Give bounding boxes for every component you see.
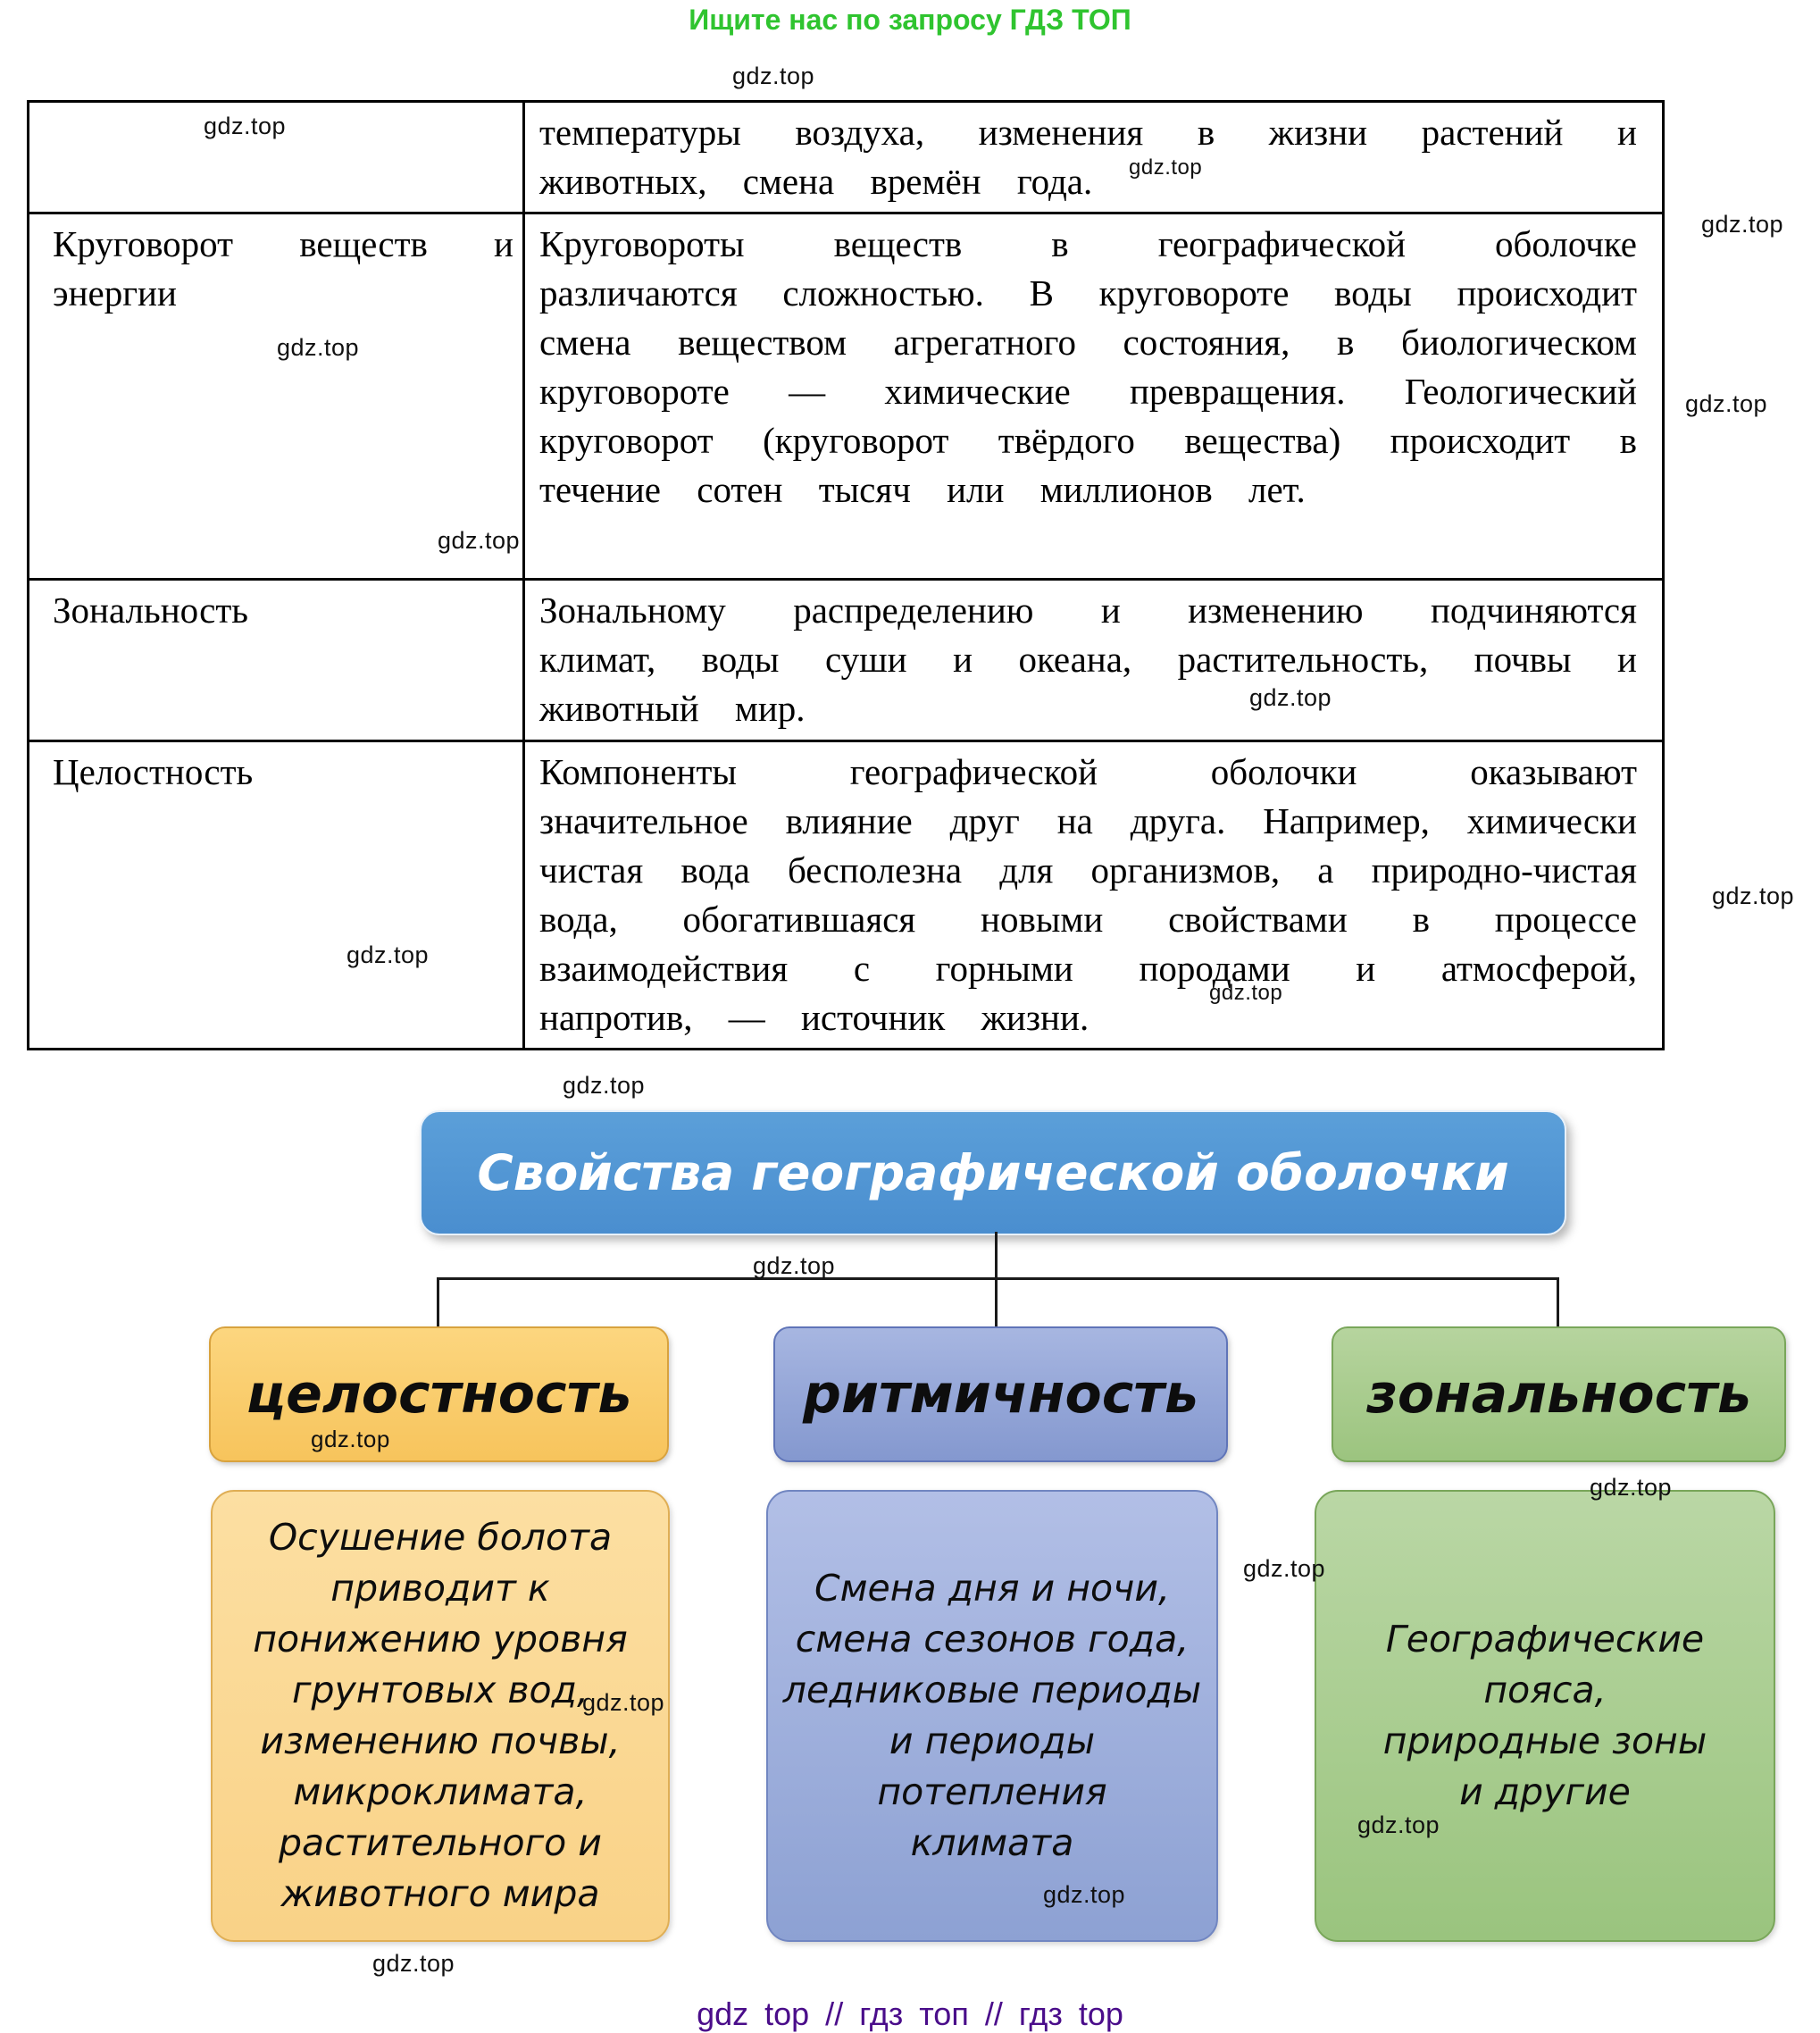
- table-row: Зональность Зональному распределению и и…: [27, 578, 1665, 742]
- branch-description-integrity: Осушение болота приводит к понижению уро…: [211, 1490, 670, 1942]
- watermark: gdz.top: [1590, 1474, 1673, 1501]
- watermark: gdz.top: [204, 113, 287, 139]
- branch-description-rhythm: Смена дня и ночи, смена сезонов года, ле…: [766, 1490, 1218, 1942]
- connector-line: [995, 1232, 998, 1328]
- diagram-title-box: Свойства географической оболочки: [420, 1110, 1566, 1235]
- watermark: gdz.top: [1701, 211, 1784, 238]
- watermark: gdz.top: [753, 1252, 836, 1279]
- watermark: gdz.top: [1129, 155, 1203, 180]
- connector-line: [437, 1277, 1559, 1280]
- watermark: gdz.top: [1357, 1811, 1440, 1838]
- watermark: gdz.top: [1043, 1881, 1126, 1908]
- branch-header-integrity: целостность: [209, 1326, 669, 1462]
- property-description-cell: Круговороты веществ в географической обо…: [522, 212, 1665, 581]
- watermark: gdz.top: [372, 1950, 455, 1977]
- property-description-cell: температуры воздуха, изменения в жизни р…: [522, 100, 1665, 214]
- property-description-cell: Компоненты географической оболочки оказы…: [522, 740, 1665, 1050]
- properties-table: температуры воздуха, изменения в жизни р…: [27, 100, 1665, 1050]
- branch-header-zonality: зональность: [1332, 1326, 1786, 1462]
- property-name-cell: Круговорот веществ и энергии: [27, 212, 525, 581]
- watermark: gdz.top: [582, 1689, 665, 1716]
- watermark: gdz.top: [311, 1426, 390, 1452]
- branch-description-zonality: Географические пояса, природные зоны и д…: [1315, 1490, 1775, 1942]
- watermark: gdz.top: [563, 1072, 646, 1099]
- property-description-cell: Зональному распределению и изменению под…: [522, 578, 1665, 742]
- watermark: gdz.top: [1685, 390, 1768, 417]
- connector-line: [1557, 1277, 1559, 1328]
- branch-header-rhythm: ритмичность: [773, 1326, 1228, 1462]
- watermark: gdz.top: [346, 941, 430, 968]
- table-row: температуры воздуха, изменения в жизни р…: [27, 100, 1665, 214]
- watermark: gdz.top: [277, 334, 360, 361]
- table-row: Круговорот веществ и энергии Круговороты…: [27, 212, 1665, 581]
- watermark: gdz.top: [732, 63, 815, 89]
- table-row: Целостность Компоненты географической об…: [27, 740, 1665, 1050]
- property-name-cell: Зональность: [27, 578, 525, 742]
- footer-watermark-line: gdz top // гдз топ // гдз top: [697, 1995, 1123, 2032]
- property-name-cell: [27, 100, 525, 214]
- page-title: Ищите нас по запросу ГДЗ ТОП: [689, 4, 1131, 36]
- watermark: gdz.top: [1249, 684, 1332, 711]
- connector-line: [437, 1277, 439, 1328]
- watermark: gdz.top: [438, 527, 521, 554]
- watermark: gdz.top: [1712, 883, 1795, 909]
- watermark: gdz.top: [1243, 1555, 1326, 1582]
- watermark: gdz.top: [1209, 981, 1283, 1005]
- property-name-cell: Целостность: [27, 740, 525, 1050]
